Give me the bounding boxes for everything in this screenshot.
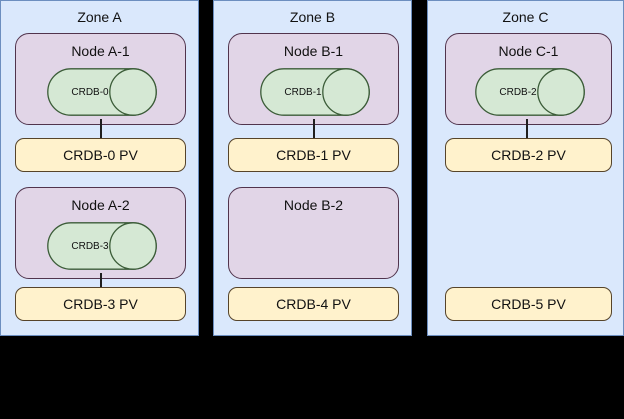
crdb-3-label: CRDB-3 [71, 240, 109, 252]
crdb-0-pv-label: CRDB-0 PV [63, 147, 138, 163]
crdb-0-label: CRDB-0 [71, 86, 109, 98]
crdb-5-pv-label: CRDB-5 PV [491, 296, 566, 312]
node-b-2-box[interactable]: Node B-2 [228, 187, 399, 279]
crdb-4-pv-label: CRDB-4 PV [276, 296, 351, 312]
zone-b-panel[interactable]: Zone B Node B-1 CRDB-1 CRDB-1 PV Node B-… [213, 0, 412, 336]
crdb-0-pv-box[interactable]: CRDB-0 PV [15, 138, 186, 172]
zone-c-title: Zone C [502, 9, 549, 25]
zone-c-panel[interactable]: Zone C Node C-1 CRDB-2 CRDB-2 PV CRDB-5 … [427, 0, 624, 336]
node-a-2-to-crdb-3-pv-connector [100, 273, 102, 293]
crdb-3-pv-box[interactable]: CRDB-3 PV [15, 287, 186, 321]
node-b-1-title: Node B-1 [283, 43, 344, 59]
zone-a-panel[interactable]: Zone A Node A-1 CRDB-0 CRDB-0 PV Node A-… [0, 0, 199, 336]
crdb-3-cylinder[interactable]: CRDB-3 [47, 222, 157, 270]
crdb-2-pv-label: CRDB-2 PV [491, 147, 566, 163]
node-a-1-to-crdb-0-pv-connector [100, 119, 102, 139]
crdb-2-pv-box[interactable]: CRDB-2 PV [445, 138, 612, 172]
node-c-1-box[interactable]: Node C-1 CRDB-2 [445, 33, 612, 125]
crdb-1-cylinder[interactable]: CRDB-1 [260, 68, 370, 116]
node-a-1-title: Node A-1 [71, 43, 130, 59]
crdb-0-cylinder[interactable]: CRDB-0 [47, 68, 157, 116]
node-b-1-to-crdb-1-pv-connector [313, 119, 315, 139]
zone-a-title: Zone A [77, 9, 122, 25]
node-c-1-title: Node C-1 [498, 43, 559, 59]
crdb-2-cylinder[interactable]: CRDB-2 [475, 68, 585, 116]
node-a-1-box[interactable]: Node A-1 CRDB-0 [15, 33, 186, 125]
crdb-2-label: CRDB-2 [499, 86, 537, 98]
crdb-1-label: CRDB-1 [284, 86, 322, 98]
node-b-1-box[interactable]: Node B-1 CRDB-1 [228, 33, 399, 125]
node-c-1-to-crdb-2-pv-connector [526, 119, 528, 139]
node-a-2-title: Node A-2 [71, 197, 130, 213]
node-b-2-title: Node B-2 [283, 197, 344, 213]
crdb-1-pv-box[interactable]: CRDB-1 PV [228, 138, 399, 172]
zone-b-title: Zone B [289, 9, 336, 25]
node-a-2-box[interactable]: Node A-2 CRDB-3 [15, 187, 186, 279]
crdb-3-pv-label: CRDB-3 PV [63, 296, 138, 312]
crdb-4-pv-box[interactable]: CRDB-4 PV [228, 287, 399, 321]
crdb-1-pv-label: CRDB-1 PV [276, 147, 351, 163]
crdb-5-pv-box[interactable]: CRDB-5 PV [445, 287, 612, 321]
